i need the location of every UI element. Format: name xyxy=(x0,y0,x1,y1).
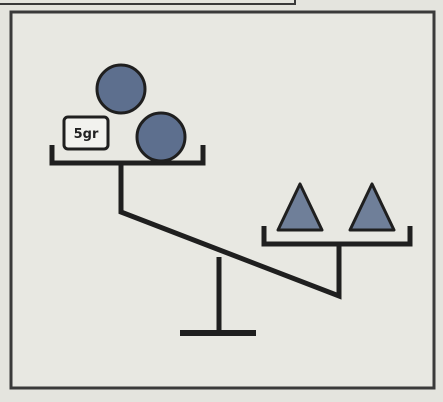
circle-icon xyxy=(137,113,185,161)
weight-label: 5gr xyxy=(74,127,99,142)
circle-icon xyxy=(97,65,145,113)
